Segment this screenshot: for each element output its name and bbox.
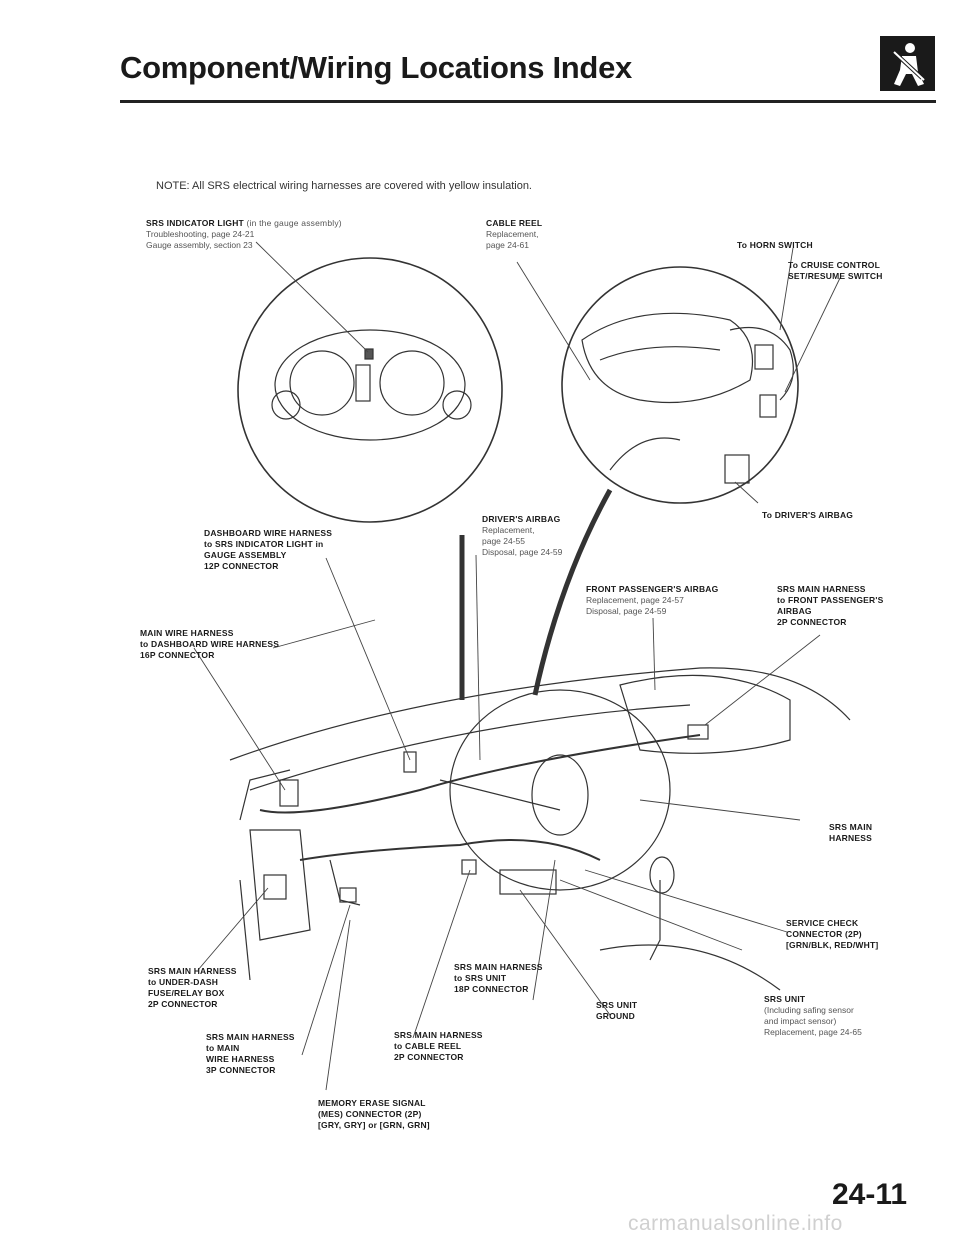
label-srs-unit: SRS UNIT (Including safing sensor and im… — [764, 994, 862, 1037]
note-text: NOTE: All SRS electrical wiring harnesse… — [156, 180, 532, 192]
label-srs-to-main-wire: SRS MAIN HARNESS to MAIN WIRE HARNESS 3P… — [206, 1032, 295, 1075]
label-srs-main-to-front-passenger: SRS MAIN HARNESS to FRONT PASSENGER'S AI… — [777, 584, 884, 627]
label-srs-indicator-light: SRS INDICATOR LIGHT (in the gauge assemb… — [146, 218, 342, 250]
seatbelt-person-icon — [880, 36, 935, 91]
page-title: Component/Wiring Locations Index — [120, 50, 632, 85]
label-drivers-airbag: DRIVER'S AIRBAG Replacement, page 24-55 … — [482, 514, 563, 557]
label-to-drivers-airbag: To DRIVER'S AIRBAG — [762, 510, 854, 520]
title-rule — [120, 100, 936, 103]
label-horn-switch: To HORN SWITCH — [737, 240, 813, 250]
page-number: 24-11 — [832, 1178, 908, 1211]
label-mes-connector: MEMORY ERASE SIGNAL (MES) CONNECTOR (2P)… — [318, 1098, 430, 1130]
label-service-check-connector: SERVICE CHECK CONNECTOR (2P) [GRN/BLK, R… — [786, 918, 879, 950]
label-cable-reel: CABLE REEL Replacement, page 24-61 — [486, 218, 543, 250]
label-srs-to-underdash: SRS MAIN HARNESS to UNDER-DASH FUSE/RELA… — [148, 966, 237, 1009]
watermark: carmanualsonline.info — [628, 1212, 843, 1235]
label-main-wire-harness: MAIN WIRE HARNESS to DASHBOARD WIRE HARN… — [140, 628, 280, 660]
label-cruise-control: To CRUISE CONTROL SET/RESUME SWITCH — [788, 260, 883, 281]
label-srs-to-srs-unit: SRS MAIN HARNESS to SRS UNIT 18P CONNECT… — [454, 962, 543, 994]
label-front-passenger-airbag: FRONT PASSENGER'S AIRBAG Replacement, pa… — [586, 584, 719, 616]
label-dashboard-wire-harness: DASHBOARD WIRE HARNESS to SRS INDICATOR … — [204, 528, 333, 571]
label-srs-main-harness: SRS MAIN HARNESS — [829, 822, 873, 843]
label-srs-unit-ground: SRS UNIT GROUND — [596, 1000, 638, 1021]
label-srs-to-cable-reel: SRS MAIN HARNESS to CABLE REEL 2P CONNEC… — [394, 1030, 483, 1062]
